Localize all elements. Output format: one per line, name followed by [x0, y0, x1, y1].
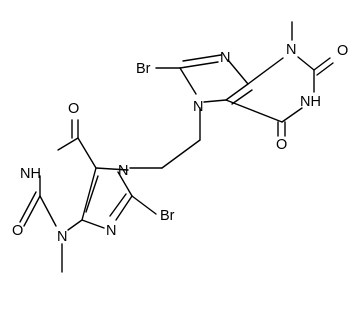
bond-n1-c6-top [281, 107, 303, 123]
bond-n9-c4-bot [81, 219, 105, 229]
bond-c2-o-double-bot [19, 191, 37, 223]
bond-n3-c2-top [297, 56, 315, 71]
atom-labels: N N O NH Br N O O N NH Br N O N [12, 42, 348, 245]
atom-o6-bot: O [68, 101, 79, 117]
atom-br-top: Br [136, 61, 151, 77]
atom-br-bot: Br [160, 208, 175, 224]
atom-n7-bot: N [118, 163, 128, 179]
ethylene-linker [129, 107, 201, 169]
bond-c2-o-double-top [316, 62, 334, 76]
atom-n3-top: N [286, 42, 296, 58]
bond-c2-o-top [313, 57, 331, 71]
atom-o2-top: O [337, 43, 348, 59]
bond-ch2-ch2 [161, 139, 201, 169]
bond-n9-c4-top [227, 59, 249, 85]
upper-xanthine-unit [155, 21, 334, 137]
atom-o6-top: O [276, 137, 287, 153]
bond-c5-n7-bot-link [95, 167, 129, 171]
bond-c5-c4-double-top [231, 89, 253, 105]
atom-n1-top: NH [300, 94, 321, 110]
atom-n7-top: N [193, 99, 203, 115]
bond-c5-c4-top [225, 83, 249, 101]
atom-n9-top: N [220, 50, 230, 66]
bond-n3-c4-bot [67, 219, 83, 231]
atom-n9-bot: N [106, 223, 116, 239]
bond-c8-br-bot [131, 195, 157, 215]
lower-xanthine-unit [19, 119, 157, 273]
bond-c6-n1-bot [57, 137, 79, 151]
bond-n9-c8-top [179, 61, 219, 69]
bond-c6-c5-top [225, 99, 283, 123]
bond-c5-c6-bot [77, 137, 97, 169]
bond-n7-c5-top [203, 99, 227, 103]
bond-n7-c8-bot [117, 171, 133, 197]
bond-c8-n9-double-bot [109, 193, 127, 217]
atom-o2-bot: O [12, 223, 23, 239]
atom-n1-bot: NH [20, 166, 41, 182]
bond-c8-n9-bot [115, 195, 133, 221]
bond-c2-o-bot [23, 195, 41, 227]
bond-c4-c5-double-bot [85, 175, 99, 213]
bond-c2-n3-bot [39, 195, 57, 227]
atom-n3-bot: N [57, 229, 67, 245]
bond-c4-n3-top [247, 57, 284, 85]
bond-c8-n7-top [179, 67, 197, 95]
bond-n9-c8-double-top [182, 54, 222, 62]
bond-c4-c5-bot [81, 167, 97, 221]
